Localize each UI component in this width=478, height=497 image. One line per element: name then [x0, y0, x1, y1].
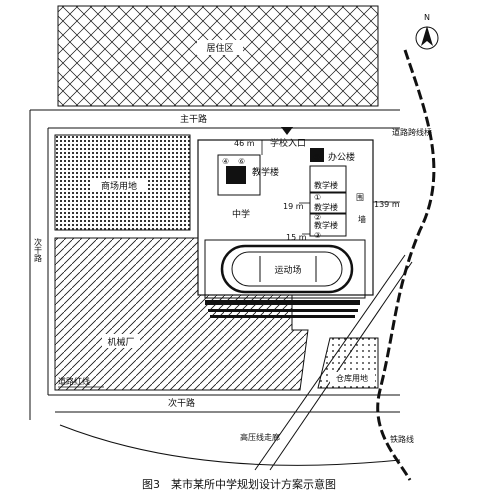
office-building: [310, 148, 324, 162]
road-red-line-label: 道路红线: [58, 376, 90, 386]
machinery-factory-label: 机械厂: [107, 336, 134, 348]
hv-corridor-label: 高压线走廊: [240, 432, 280, 442]
distance-139m: 139 m: [374, 200, 400, 209]
sports-field-label: 运动场: [274, 265, 301, 276]
main-road-label: 主干路: [180, 113, 207, 125]
teaching-building-d: 教学楼: [314, 220, 338, 230]
secondary-road-label: 次干路: [168, 397, 195, 409]
north-arrow-icon: [421, 26, 433, 46]
wall-label: 围: [356, 193, 364, 202]
warehouse-label: 仓库用地: [336, 373, 368, 383]
residential-label-bg: [197, 40, 243, 55]
sports-track-inner: [231, 251, 343, 287]
distance-15m: 15 m: [286, 233, 307, 242]
school-boundary: [197, 139, 374, 296]
teaching-building-c: 教学楼: [314, 202, 338, 212]
lower-curved-road: [59, 424, 401, 466]
secondary-road-v-label: 次干路: [34, 237, 43, 262]
school-entrance-label: 学校入口: [270, 137, 306, 149]
figure-caption: 图3 某市某所中学规划设计方案示意图: [142, 477, 336, 491]
num-1: ①: [314, 193, 321, 202]
road-bridge-label: 道路跨线桥: [392, 127, 432, 137]
commercial-label: 商场用地: [101, 180, 137, 192]
middle-school-label: 中学: [232, 208, 250, 220]
residential-area: [57, 5, 379, 107]
num-5: ⑤: [313, 153, 320, 162]
warehouse-label-bg: [330, 372, 375, 384]
distance-19m: 19 m: [283, 202, 304, 211]
railway-label: 铁路线: [390, 434, 414, 444]
building-left-outline: [217, 154, 261, 196]
num-2: ②: [314, 213, 321, 222]
num-3: ③: [314, 231, 321, 240]
teaching-bldg-1: [309, 165, 347, 193]
entrance-arrow-icon: [281, 127, 293, 135]
stand-bar-1: [205, 300, 360, 305]
stand-bar-2: [208, 309, 358, 312]
railway-line: [376, 49, 436, 481]
machinery-label-bg: [102, 334, 140, 348]
residential-label: 居住区: [206, 42, 233, 54]
distance-46m: 46 m: [234, 139, 255, 148]
teaching-building-a: 教学楼: [252, 166, 279, 178]
sports-track: [220, 244, 354, 294]
office-label: 办公楼: [328, 151, 355, 163]
north-label: N: [424, 13, 430, 22]
commercial-label-bg: [92, 178, 146, 192]
wall-label-2: 墙: [358, 214, 366, 224]
teaching-building-b: 教学楼: [314, 180, 338, 190]
stand-bar-3: [210, 315, 355, 318]
teaching-bldg-3: [309, 213, 347, 237]
num-6: ⑥: [238, 157, 245, 166]
machinery-factory: [54, 237, 309, 391]
num-4: ④: [222, 157, 229, 166]
sports-field-area: [204, 239, 366, 299]
building-left-inner: [226, 166, 246, 184]
